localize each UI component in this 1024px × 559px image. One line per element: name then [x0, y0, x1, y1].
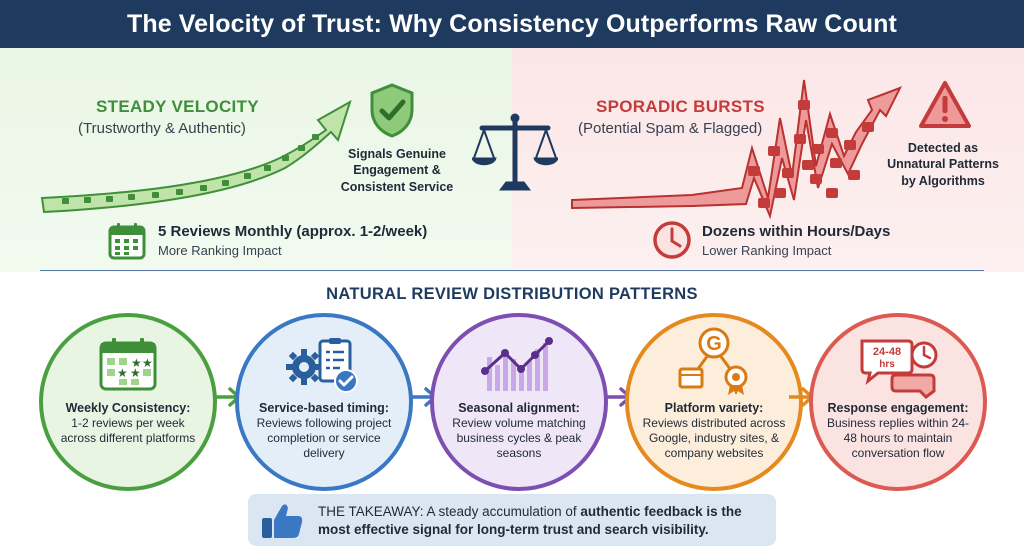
- shield-check-icon: [370, 83, 414, 138]
- pattern-desc: Reviews distributed across Google, indus…: [642, 416, 786, 460]
- pattern-title: Platform variety:: [664, 401, 764, 415]
- signals-genuine-label: Signals Genuine Engagement & Consistent …: [338, 146, 456, 195]
- calendar-stars-icon: ★★ ★★: [99, 338, 157, 391]
- response-time-label: 24-48: [873, 346, 901, 358]
- steady-metric-sub: More Ranking Impact: [158, 243, 282, 258]
- steady-growth-arrow: [40, 99, 352, 214]
- google-platforms-icon: G: [678, 327, 748, 395]
- detected-unnatural-label: Detected as Unnatural Patterns by Algori…: [880, 140, 1006, 189]
- response-time-unit: hrs: [879, 359, 895, 370]
- signals-line-3: Consistent Service: [340, 179, 454, 194]
- signals-line-1: Signals Genuine: [348, 147, 446, 161]
- pattern-title: Response engagement:: [827, 401, 969, 415]
- line-chart-icon: [481, 337, 553, 391]
- pattern-title: Seasonal alignment:: [458, 401, 580, 415]
- detected-line-3: by Algorithms: [901, 173, 985, 188]
- pattern-desc: Business replies within 24-48 hours to m…: [826, 416, 970, 460]
- page-title: The Velocity of Trust: Why Consistency O…: [127, 9, 897, 38]
- balance-scale-icon: [472, 113, 558, 191]
- google-letter: G: [706, 333, 722, 355]
- pattern-desc: 1-2 reviews per week across different pl…: [60, 416, 196, 445]
- signals-line-2: Engagement &: [353, 163, 441, 178]
- pattern-platform-variety: G Platform variety: Reviews distributed …: [625, 313, 803, 491]
- pattern-title: Weekly Consistency:: [65, 401, 191, 415]
- pattern-service-based-timing: Service-based timing: Reviews following …: [235, 313, 413, 491]
- takeaway-text: THE TAKEAWAY: A steady accumulation of a…: [318, 503, 768, 538]
- calendar-icon: [108, 223, 146, 260]
- pattern-title: Service-based timing:: [259, 401, 389, 415]
- pattern-desc: Reviews following project completion or …: [256, 416, 392, 460]
- takeaway-banner: THE TAKEAWAY: A steady accumulation of a…: [248, 494, 776, 546]
- sporadic-bursts-subtitle: (Potential Spam & Flagged): [578, 120, 763, 137]
- pattern-weekly-consistency: ★★ ★★ Weekly Consistency: 1-2 reviews pe…: [39, 313, 217, 491]
- steady-metric: 5 Reviews Monthly (approx. 1-2/week) Mor…: [158, 223, 427, 258]
- patterns-section-title: NATURAL REVIEW DISTRIBUTION PATTERNS: [326, 285, 698, 303]
- detected-line-1: Detected as: [907, 141, 979, 155]
- svg-text:★: ★: [117, 366, 128, 380]
- takeaway-bold-2: most effective signal for long-term trus…: [318, 521, 709, 537]
- gear-checklist-icon: [286, 338, 358, 393]
- steady-velocity-title: STEADY VELOCITY: [96, 97, 259, 116]
- pattern-desc: Review volume matching business cycles &…: [452, 416, 586, 460]
- steady-velocity-subtitle: (Trustworthy & Authentic): [78, 120, 246, 137]
- clock-icon: [653, 221, 691, 259]
- pattern-seasonal-alignment: Seasonal alignment: Review volume matchi…: [430, 313, 608, 491]
- sporadic-panel: [512, 48, 1024, 272]
- sporadic-bursts-title: SPORADIC BURSTS: [596, 97, 765, 116]
- takeaway-prefix: THE TAKEAWAY: A steady accumulation of: [318, 504, 581, 519]
- detected-line-2: Unnatural Patterns: [887, 157, 999, 172]
- steady-metric-main: 5 Reviews Monthly (approx. 1-2/week): [158, 223, 428, 240]
- svg-text:★: ★: [130, 366, 141, 380]
- sporadic-metric: Dozens within Hours/Days Lower Ranking I…: [702, 223, 890, 258]
- chat-clock-icon: 24-48 hrs: [860, 339, 938, 399]
- svg-text:★: ★: [131, 356, 142, 370]
- section-divider: [40, 270, 984, 271]
- pattern-response-engagement: 24-48 hrs Response engagement: Business …: [809, 313, 987, 491]
- thumbs-up-icon: [262, 504, 303, 538]
- warning-triangle-icon: [919, 81, 971, 128]
- svg-text:★: ★: [142, 356, 153, 370]
- sporadic-metric-main: Dozens within Hours/Days: [702, 223, 891, 240]
- title-bar: The Velocity of Trust: Why Consistency O…: [0, 0, 1024, 48]
- steady-panel: [0, 48, 512, 272]
- sporadic-metric-sub: Lower Ranking Impact: [702, 243, 832, 258]
- takeaway-bold-1: authentic feedback is the: [580, 504, 742, 519]
- sporadic-bursts-chart: [571, 79, 903, 220]
